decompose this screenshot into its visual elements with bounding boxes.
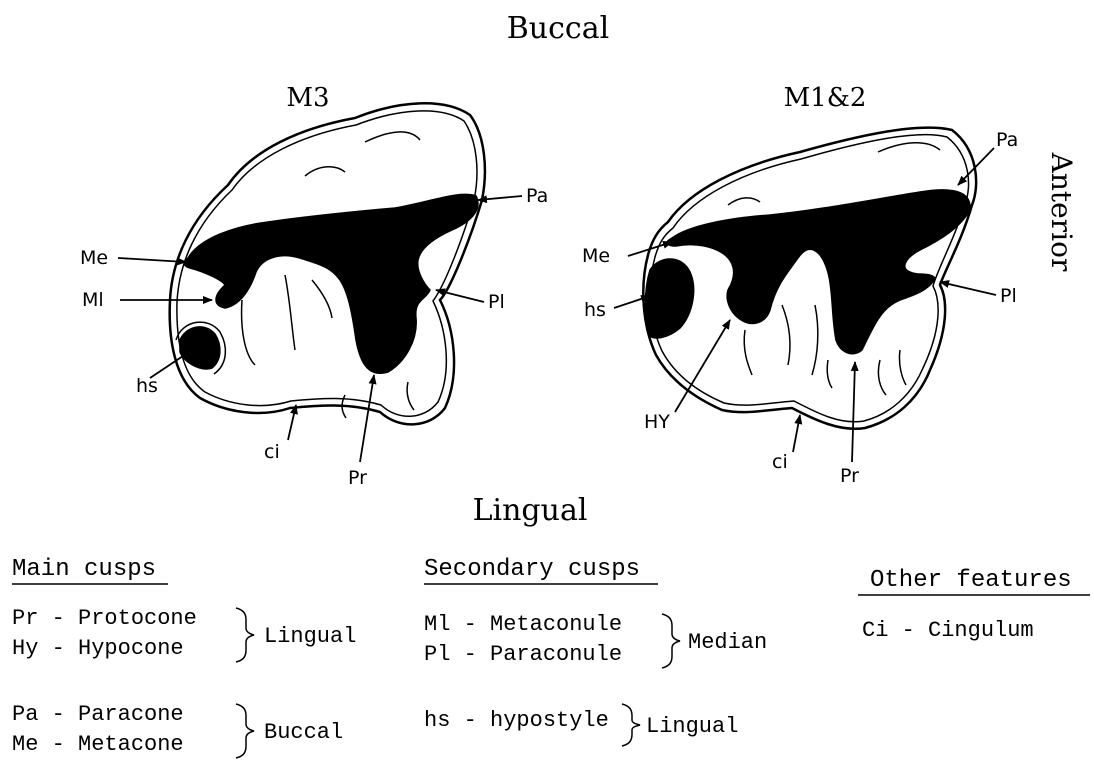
m3-label-ci: ci	[264, 441, 280, 463]
legend-main-line: Pr - Protocone	[12, 606, 197, 631]
legend-brace	[622, 704, 640, 746]
m1-2-label-pr: Pr	[840, 465, 859, 487]
m3-label-ml: Ml	[82, 289, 104, 311]
legend-heading-secondary-cusps: Secondary cusps	[424, 556, 640, 583]
m3-label-me: Me	[80, 247, 108, 269]
m1-2-label-hy: HY	[644, 411, 670, 433]
legend-main-line: Pa - Paracone	[12, 702, 184, 727]
m1-2-label-hs: hs	[584, 299, 606, 321]
legend-brace	[662, 614, 680, 668]
m1-2-label-ci: ci	[772, 451, 788, 473]
tooth-m1-2	[643, 128, 976, 429]
anterior-orientation-label: Anterior	[1045, 152, 1078, 272]
legend-secondary-line: Ml - Metaconule	[424, 612, 622, 637]
legend-brace	[236, 608, 254, 662]
buccal-orientation-label: Buccal	[507, 11, 609, 46]
m3-label-pr: Pr	[348, 467, 367, 489]
m3-label-pa: Pa	[526, 185, 548, 207]
tooth-title-m3: M3	[286, 83, 329, 113]
m3-label-pl: Pl	[488, 291, 505, 313]
legend-heading-main-cusps: Main cusps	[12, 556, 156, 583]
m1-2-label-me: Me	[582, 245, 610, 267]
legend-other-line: Ci - Cingulum	[862, 618, 1034, 643]
lingual-orientation-label: Lingual	[473, 493, 588, 528]
m1-2-label-pl: Pl	[1000, 285, 1017, 307]
legend-main-line: Hy - Hypocone	[12, 636, 184, 661]
legend-brace	[236, 704, 254, 758]
legend-brace-label: Lingual	[646, 714, 738, 739]
legend-secondary-line: hs - hypostyle	[424, 708, 609, 733]
legend-brace-label: Lingual	[264, 624, 356, 649]
tooth-m3	[170, 103, 485, 424]
m3-label-hs: hs	[136, 375, 158, 397]
legend-heading-other-features: Other features	[870, 567, 1072, 594]
m1-2-label-pa: Pa	[996, 129, 1018, 151]
legend-brace-label: Median	[688, 630, 767, 655]
tooth-title-m1-2: M1&2	[784, 83, 867, 113]
legend-secondary-line: Pl - Paraconule	[424, 642, 622, 667]
legend: Main cusps Pr - Protocone Hy - Hypocone …	[12, 556, 1090, 758]
legend-brace-label: Buccal	[264, 720, 343, 745]
legend-main-line: Me - Metacone	[12, 732, 184, 757]
